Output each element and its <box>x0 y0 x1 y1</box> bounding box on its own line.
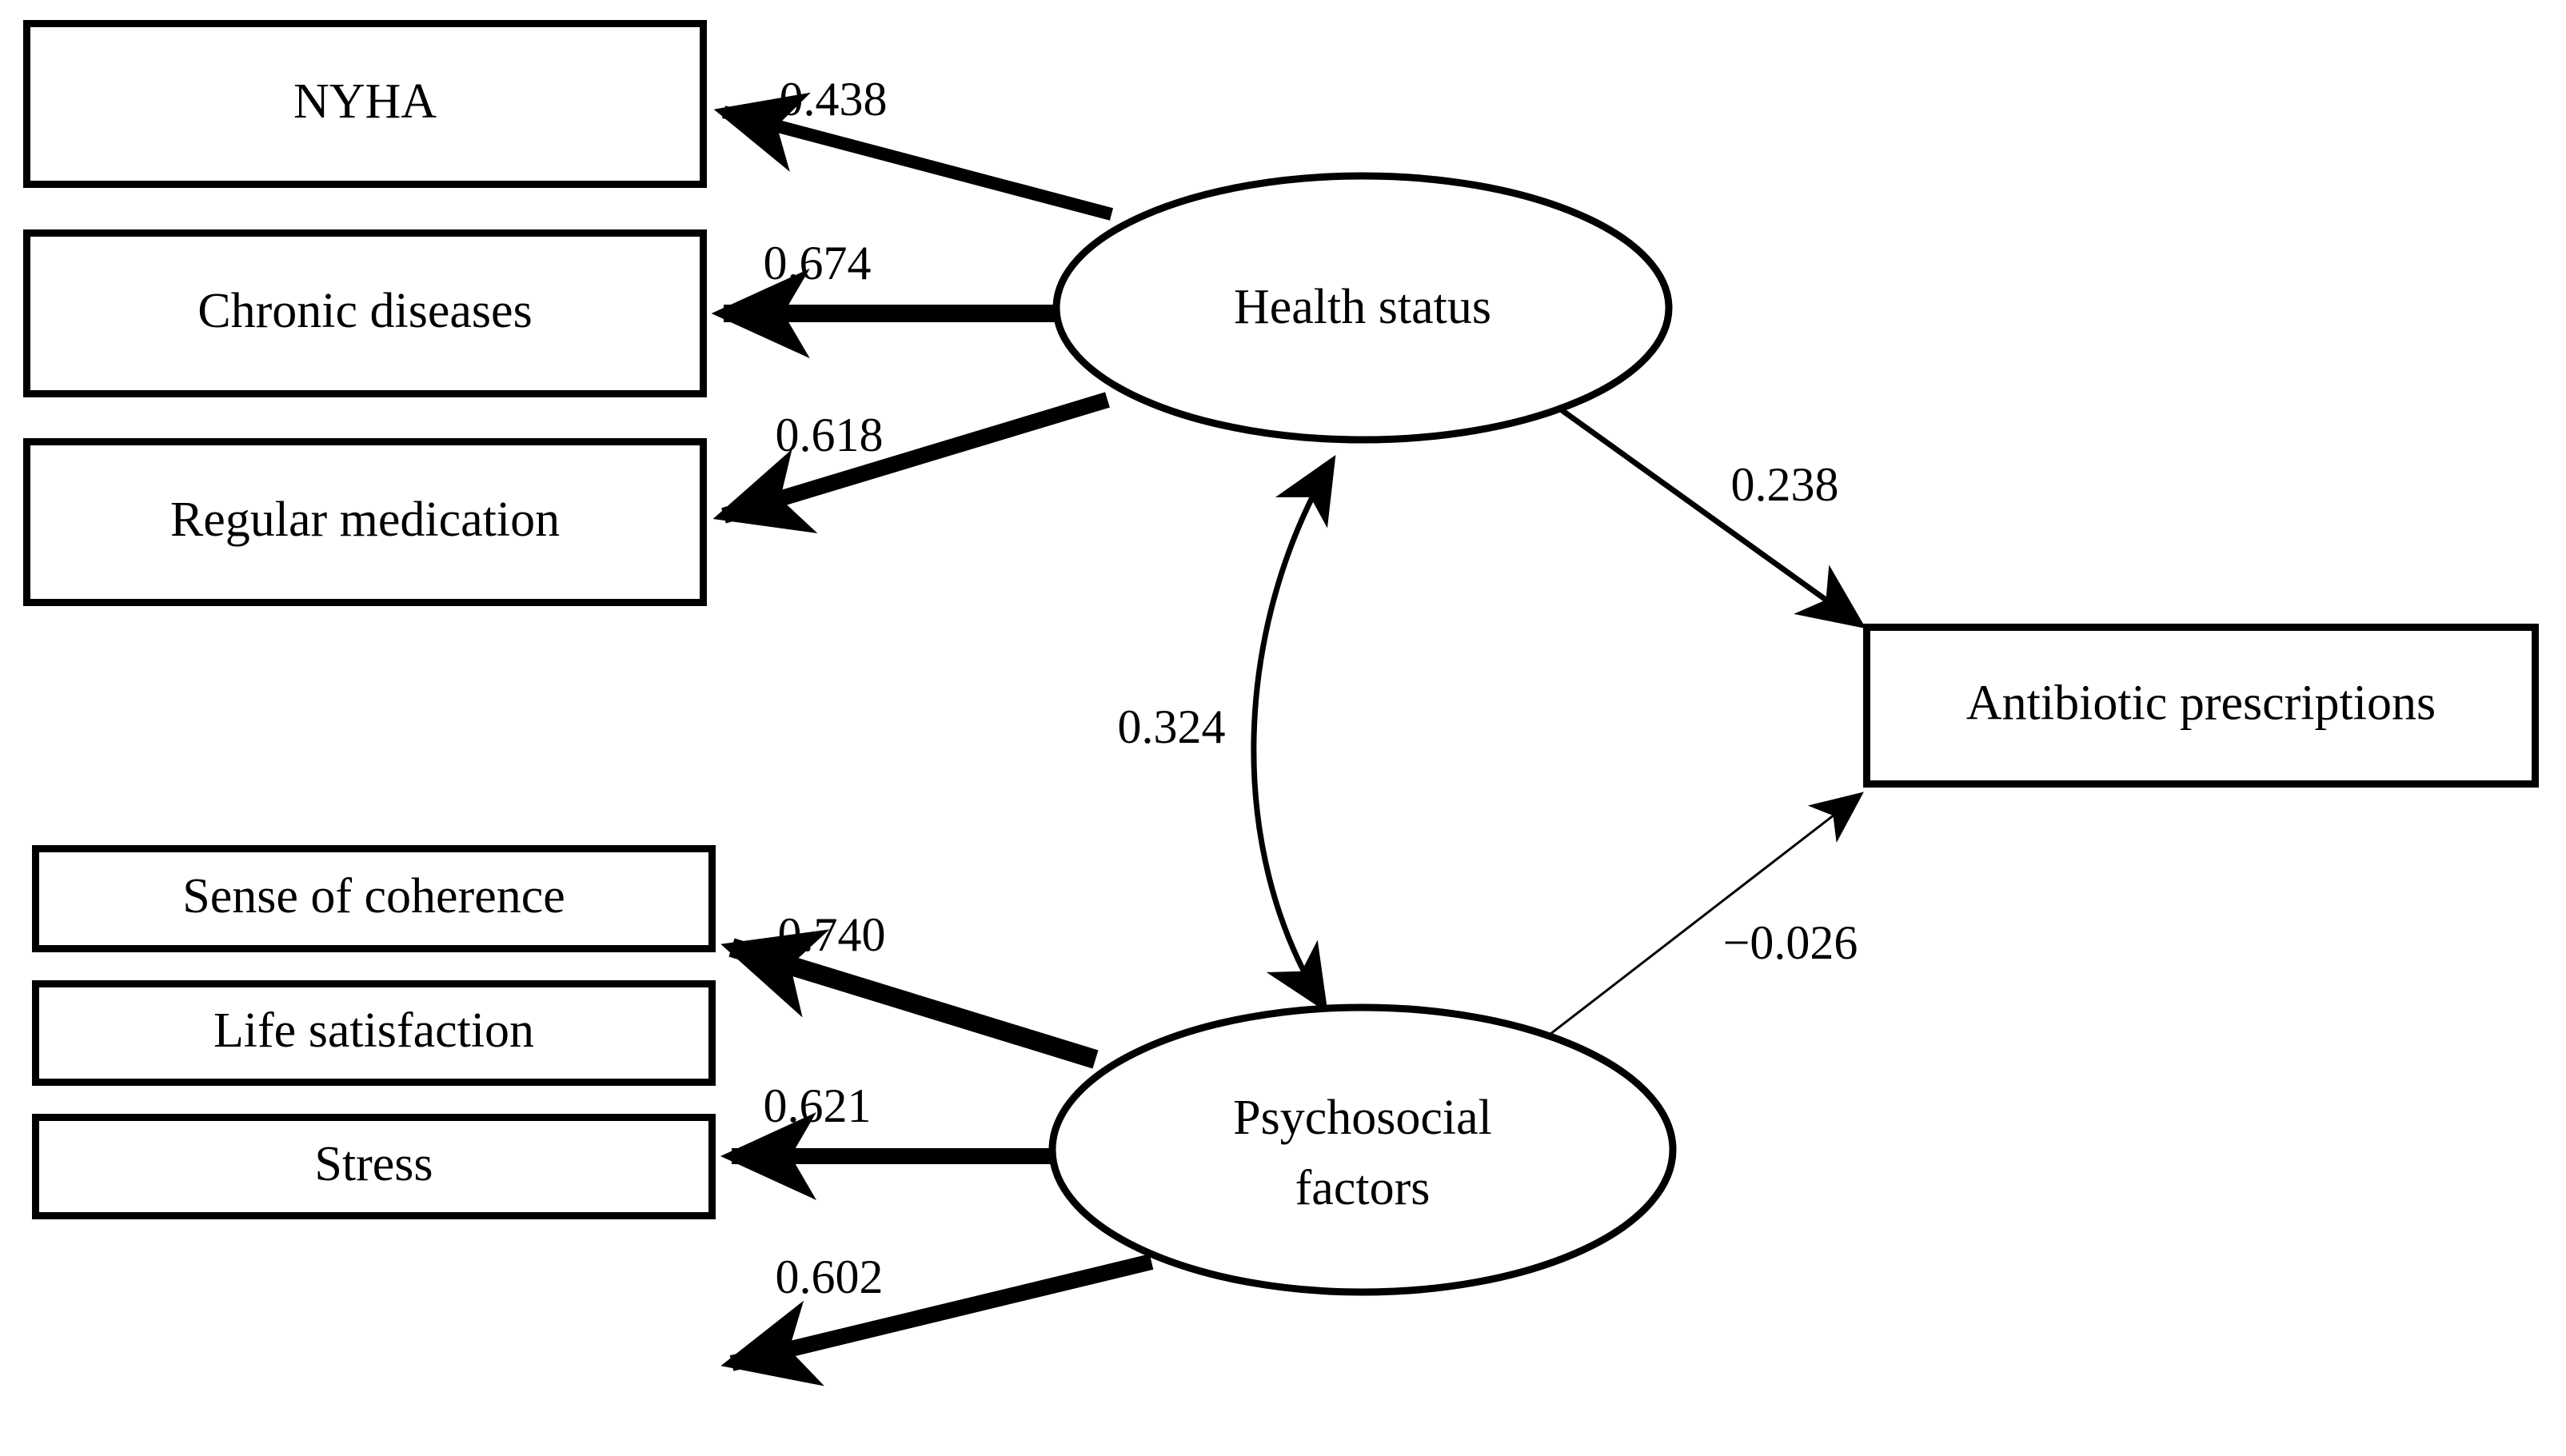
node-ellipse-psychosocial-factors[interactable] <box>1048 1003 1677 1296</box>
edge-path-hs-antibiotic <box>1545 397 1866 629</box>
node-regular-medication[interactable]: Regular medication <box>23 438 707 606</box>
edge-health-status-to-chronic-diseases: 0.674 <box>711 237 1064 359</box>
node-box-antibiotic-prescriptions[interactable] <box>1863 624 2539 788</box>
node-box-life-satisfaction[interactable] <box>32 980 716 1086</box>
node-antibiotic-prescriptions[interactable]: Antibiotic prescriptions <box>1863 624 2539 788</box>
edge-psychosocial-to-life-satisfaction: 0.621 <box>720 1079 1064 1200</box>
node-health-status[interactable]: Health status <box>1052 172 1673 444</box>
node-chronic-diseases[interactable]: Chronic diseases <box>23 229 707 397</box>
node-psychosocial-factors[interactable]: Psychosocial factors <box>1048 1003 1677 1296</box>
node-label-antibiotic-prescriptions: Antibiotic prescriptions <box>1966 676 2436 731</box>
edge-psychosocial-to-stress: 0.602 <box>720 1251 1154 1386</box>
node-label-nyha: NYHA <box>293 74 437 129</box>
node-sense-of-coherence[interactable]: Sense of coherence <box>32 845 716 952</box>
edge-label-pf-stress: 0.602 <box>776 1251 884 1303</box>
node-label-psychosocial-factors-line1: Psychosocial <box>1233 1091 1492 1145</box>
edge-label-hs-nyha: 0.438 <box>780 73 888 126</box>
node-label-stress: Stress <box>314 1137 433 1191</box>
edge-health-status-to-nyha: 0.438 <box>713 73 1114 221</box>
edge-path-hs-medication <box>712 392 1110 533</box>
node-label-regular-medication: Regular medication <box>170 493 560 547</box>
edge-label-hs-medication: 0.618 <box>776 409 884 461</box>
node-box-stress[interactable] <box>32 1114 716 1219</box>
node-ellipse-health-status[interactable] <box>1052 172 1673 444</box>
observed-nodes-layer: NYHA Chronic diseases Regular medication… <box>23 20 2539 1219</box>
node-box-nyha[interactable] <box>23 20 707 188</box>
edge-path-hs-nyha <box>713 92 1114 221</box>
node-label-psychosocial-factors-line2: factors <box>1295 1161 1431 1215</box>
edge-path-pf-antibiotic <box>1542 792 1864 1041</box>
edge-psychosocial-to-antibiotic-prescriptions: −0.026 <box>1542 792 1864 1041</box>
edge-path-pf-stress <box>720 1254 1154 1386</box>
node-life-satisfaction[interactable]: Life satisfaction <box>32 980 716 1086</box>
edge-label-pf-lifesat: 0.621 <box>764 1079 872 1132</box>
edge-label-pf-coherence: 0.740 <box>778 908 886 961</box>
node-stress[interactable]: Stress <box>32 1114 716 1219</box>
edge-covariance-health-psychosocial: 0.324 <box>1118 454 1336 1013</box>
node-box-chronic-diseases[interactable] <box>23 229 707 397</box>
edge-label-pf-antibiotic: −0.026 <box>1723 916 1858 969</box>
node-label-chronic-diseases: Chronic diseases <box>198 284 532 338</box>
edge-path-covariance <box>1251 454 1336 1013</box>
edge-label-hs-chronic: 0.674 <box>764 237 872 289</box>
edge-psychosocial-to-sense-of-coherence: 0.740 <box>720 908 1099 1069</box>
node-nyha[interactable]: NYHA <box>23 20 707 188</box>
node-label-health-status: Health status <box>1234 280 1491 334</box>
edge-path-pf-coherence <box>720 929 1099 1069</box>
node-label-sense-of-coherence: Sense of coherence <box>182 869 565 923</box>
latent-nodes-layer: Health status Psychosocial factors <box>1048 172 1677 1296</box>
edges-layer: 0.438 0.674 0.618 0.740 0.621 0.602 <box>711 73 1866 1386</box>
node-box-sense-of-coherence[interactable] <box>32 845 716 952</box>
edge-health-status-to-antibiotic-prescriptions: 0.238 <box>1545 397 1866 629</box>
node-label-life-satisfaction: Life satisfaction <box>214 1003 534 1058</box>
node-box-regular-medication[interactable] <box>23 438 707 606</box>
edge-health-status-to-regular-medication: 0.618 <box>712 392 1110 533</box>
edge-label-covariance: 0.324 <box>1118 700 1226 753</box>
edge-label-hs-antibiotic: 0.238 <box>1731 458 1839 511</box>
